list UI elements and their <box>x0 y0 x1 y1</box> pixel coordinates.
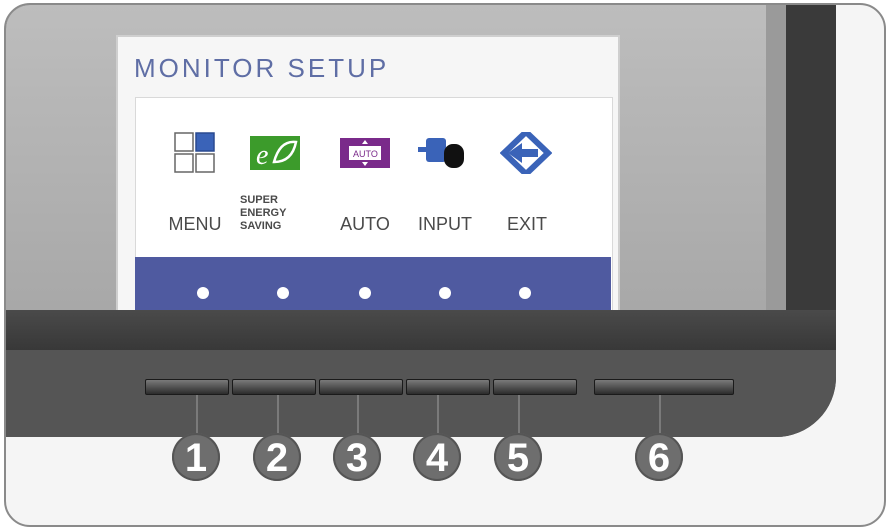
osd-item-auto[interactable]: AUTO AUTO <box>330 132 400 242</box>
osd-title: MONITOR SETUP <box>134 53 390 83</box>
osd-dot-4 <box>439 287 451 299</box>
button-number-6: 6 <box>635 433 683 481</box>
leader-line-4 <box>437 395 439 439</box>
energy-saving-leaf-icon: e <box>250 136 300 171</box>
exit-arrow-icon <box>500 132 552 174</box>
monitor-button-5[interactable] <box>493 379 577 395</box>
osd-item-menu-label: MENU <box>168 214 222 234</box>
leader-line-5 <box>518 395 520 439</box>
button-number-5: 5 <box>494 433 542 481</box>
monitor-button-2[interactable] <box>232 379 316 395</box>
osd-dot-5 <box>519 287 531 299</box>
osd-item-energy-label: SUPER ENERGY SAVING <box>240 194 287 232</box>
menu-grid-icon <box>174 132 215 173</box>
button-number-3: 3 <box>333 433 381 481</box>
monitor-body: MONITOR SETUP MENU e <box>6 5 836 437</box>
osd-dot-2 <box>277 287 289 299</box>
svg-text:AUTO: AUTO <box>353 149 378 159</box>
button-number-2: 2 <box>253 433 301 481</box>
osd-item-menu[interactable]: MENU <box>160 132 230 242</box>
button-number-4: 4 <box>413 433 461 481</box>
osd-item-auto-label: AUTO <box>340 214 390 234</box>
leader-line-3 <box>357 395 359 439</box>
monitor-button-6[interactable] <box>594 379 734 395</box>
leader-line-6 <box>659 395 661 439</box>
osd-dot-1 <box>197 287 209 299</box>
input-connector-icon <box>418 138 464 168</box>
monitor-button-3[interactable] <box>319 379 403 395</box>
osd-dot-3 <box>359 287 371 299</box>
osd-window: MONITOR SETUP MENU e <box>116 35 620 319</box>
osd-button-bar <box>135 257 611 315</box>
monitor-button-1[interactable] <box>145 379 229 395</box>
leader-line-2 <box>277 395 279 439</box>
osd-item-energy-saving[interactable]: e SUPER ENERGY SAVING <box>240 132 310 242</box>
osd-item-input-label: INPUT <box>418 214 472 234</box>
osd-item-exit-label: EXIT <box>506 214 547 234</box>
leader-line-1 <box>196 395 198 439</box>
monitor-button-4[interactable] <box>406 379 490 395</box>
osd-item-input[interactable]: INPUT <box>410 132 480 242</box>
auto-adjust-icon: AUTO <box>340 138 390 168</box>
diagram-frame: MONITOR SETUP MENU e <box>4 3 886 527</box>
screen-edge <box>766 5 786 310</box>
button-number-1: 1 <box>172 433 220 481</box>
osd-item-exit[interactable]: EXIT <box>492 132 562 242</box>
svg-text:e: e <box>256 140 268 171</box>
